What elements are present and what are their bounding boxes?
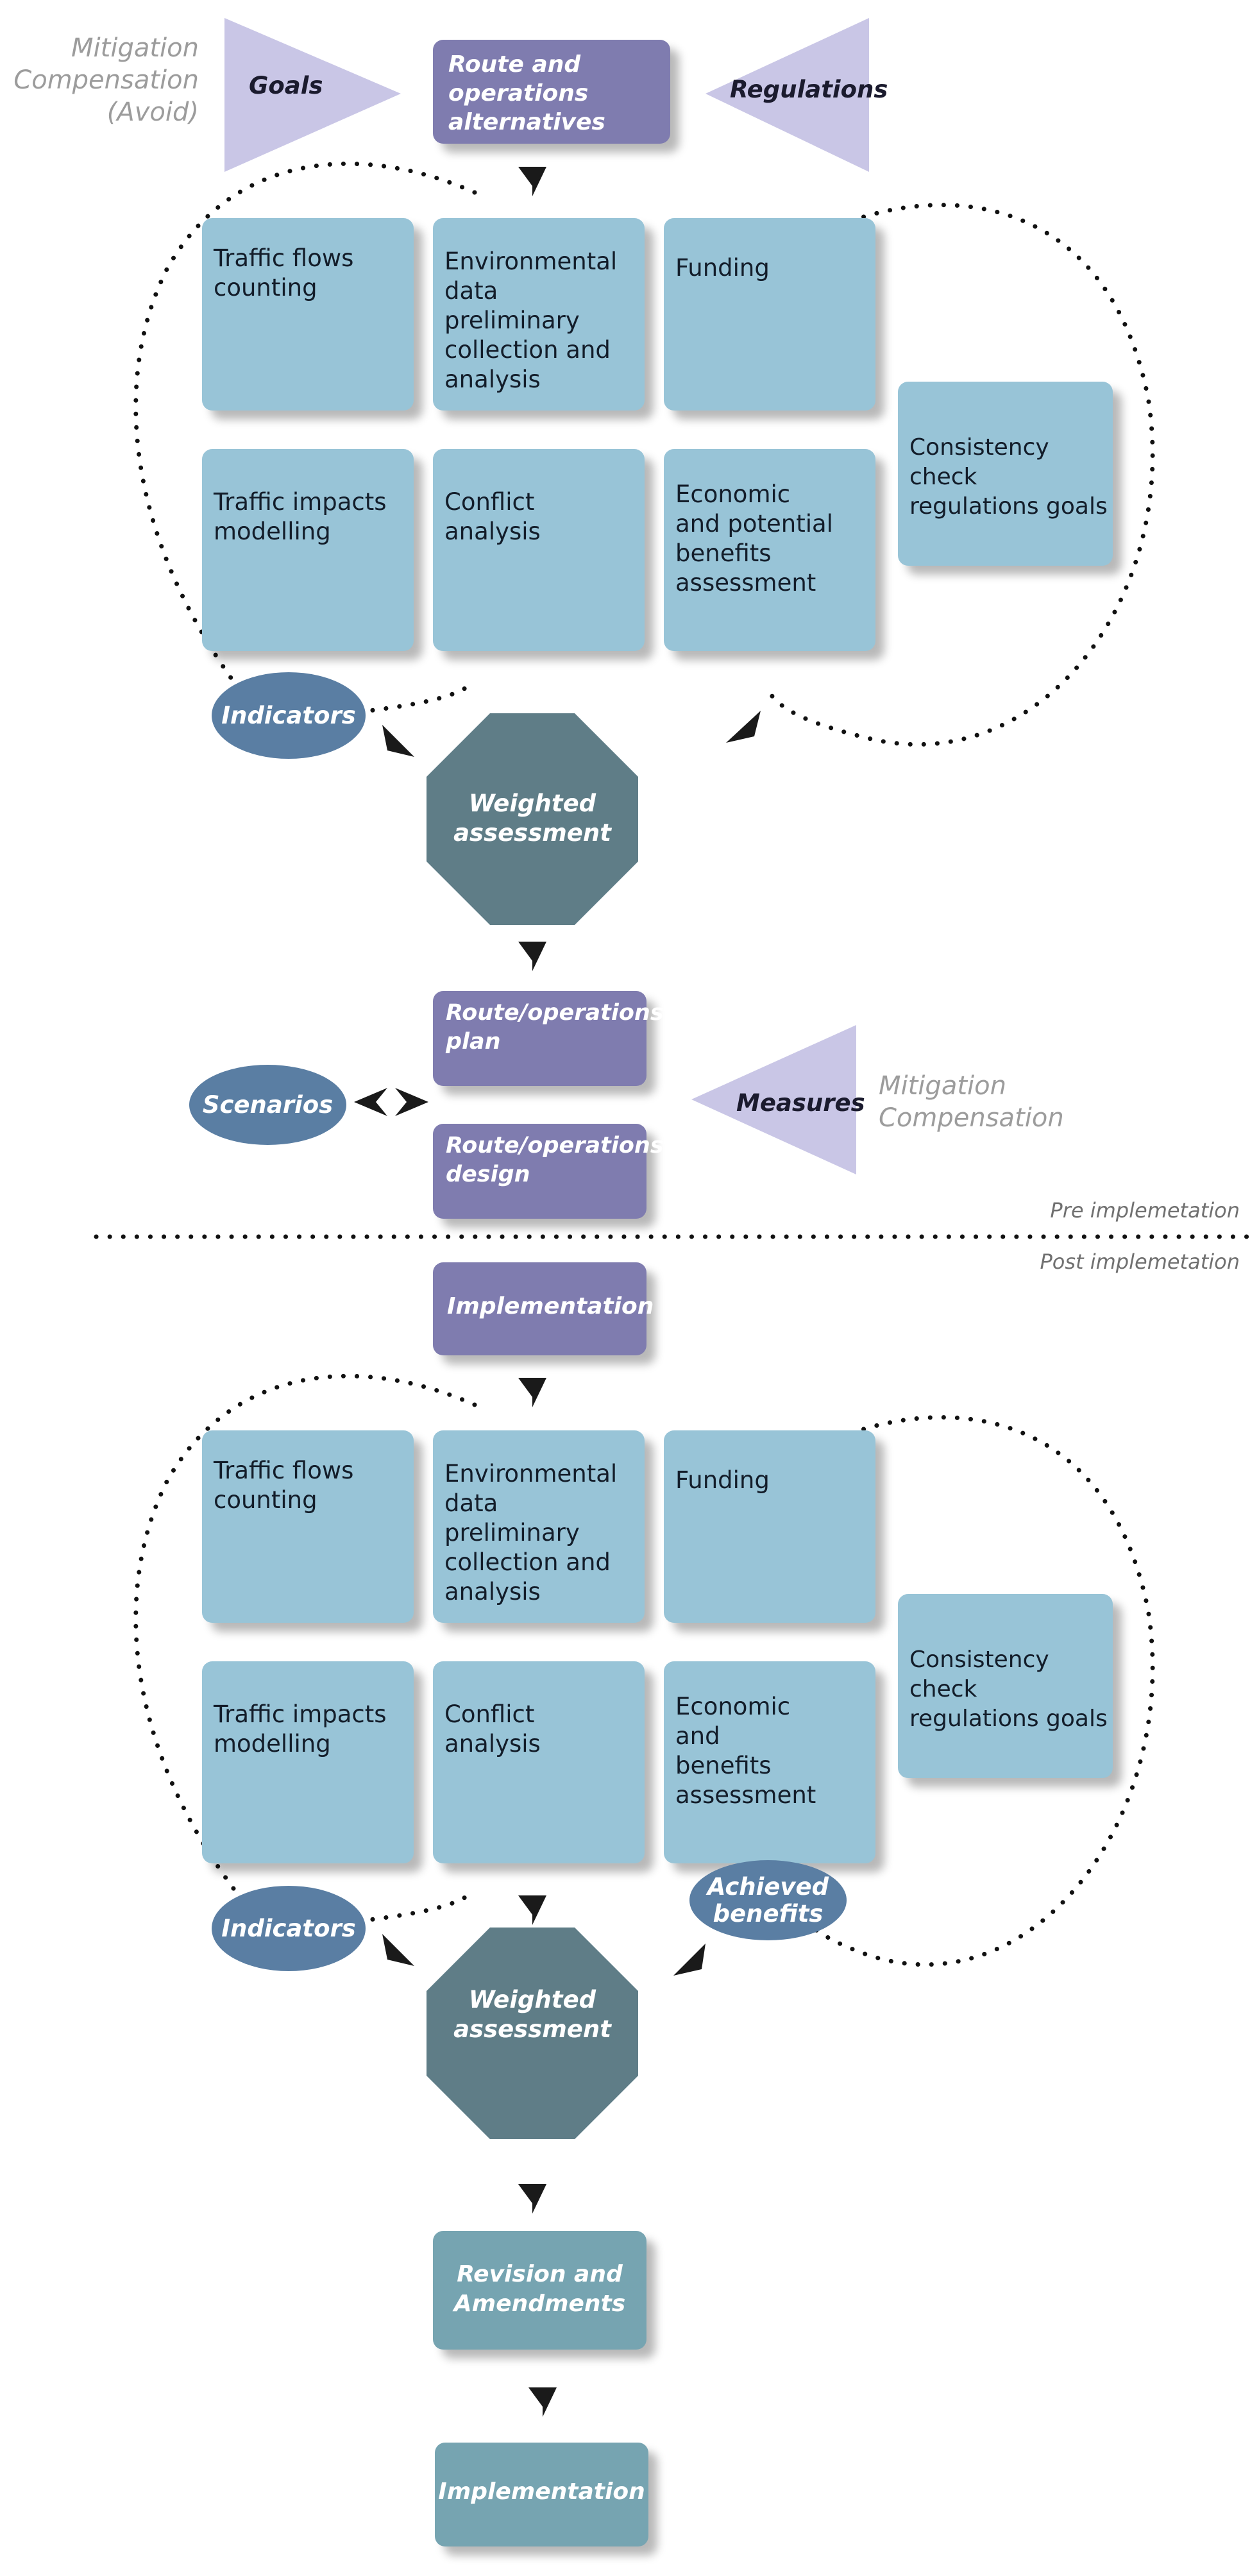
weighted-assessment-label-post: Weighted assessment [453, 1986, 611, 2043]
funding-label: Funding [675, 254, 770, 282]
traffic-flows-label-post: Traffic flows counting [214, 1457, 354, 1514]
arrow-indicators2-to-weighted [382, 1934, 414, 1966]
conflict-analysis-box-post: Conflict analysis [433, 1661, 645, 1863]
revision-box: Revision and Amendments [433, 2231, 646, 2350]
goals-label: Goals [249, 72, 323, 99]
consistency-check-box-post: Consistency check regulations goals [898, 1594, 1113, 1778]
route-plan-box: Route/operations plan [433, 991, 664, 1086]
consistency-check-label: Consistency check regulations goals [909, 434, 1108, 520]
top-loop-right [767, 203, 1155, 747]
traffic-impacts-box: Traffic impacts modelling [202, 449, 414, 651]
regulations-label: Regulations [730, 76, 888, 103]
indicators-ellipse-post: Indicators [212, 1886, 366, 1971]
traffic-flows-box-post: Traffic flows counting [202, 1430, 414, 1623]
final-implementation-label: Implementation [438, 2479, 645, 2505]
route-design-label: Route/operations design [446, 1133, 664, 1187]
route-plan-label: Route/operations plan [446, 1000, 664, 1055]
goals-triangle [224, 18, 401, 172]
achieved-benefits-ellipse: Achieved benefits [689, 1860, 847, 1940]
conflict-analysis-box: Conflict analysis [433, 449, 645, 651]
bottom-loop-left [133, 1373, 477, 1920]
funding-box: Funding [664, 218, 875, 411]
environmental-data-label-post: Environmental data preliminary collectio… [444, 1460, 618, 1606]
traffic-impacts-label: Traffic impacts modelling [214, 488, 387, 545]
environmental-data-label: Environmental data preliminary collectio… [444, 248, 618, 393]
funding-box-post: Funding [664, 1430, 875, 1623]
weighted-assessment-octagon: Weighted assessment [427, 713, 638, 925]
consistency-check-label-post: Consistency check regulations goals [909, 1647, 1108, 1732]
arrow-indicators-to-weighted [382, 725, 414, 757]
arrow-achieved-to-weighted [673, 1944, 706, 1976]
arrow-weighted-to-plan [518, 942, 546, 971]
indicators-ellipse: Indicators [212, 672, 366, 759]
arrow-grid-to-weighted [518, 1895, 546, 1925]
arrow-revision-to-implementation [528, 2387, 557, 2417]
economic-assessment-box-post: Economic and benefits assessment [664, 1661, 875, 1863]
economic-assessment-label: Economic and potential benefits assessme… [675, 480, 833, 597]
arrow-implementation-to-grid [518, 1378, 546, 1407]
arrow-from-scenarios [395, 1088, 428, 1116]
conflict-analysis-label-post: Conflict analysis [444, 1700, 541, 1758]
pre-implementation-label: Pre implemetation [1050, 1198, 1240, 1223]
regulations-triangle [706, 18, 869, 172]
economic-assessment-label-post: Economic and benefits assessment [675, 1693, 816, 1809]
arrow-route-to-grid [518, 167, 546, 196]
conflict-analysis-label: Conflict analysis [444, 488, 541, 545]
funding-label-post: Funding [675, 1466, 770, 1494]
traffic-impacts-label-post: Traffic impacts modelling [214, 1700, 387, 1758]
measures-note: Mitigation Compensation [879, 1071, 1064, 1133]
route-design-box: Route/operations design [433, 1124, 664, 1219]
economic-assessment-box: Economic and potential benefits assessme… [664, 449, 875, 651]
top-loop-left [133, 161, 477, 715]
traffic-impacts-box-post: Traffic impacts modelling [202, 1661, 414, 1863]
implementation-box: Implementation [433, 1262, 654, 1355]
arrow-weighted-to-revision [518, 2184, 546, 2214]
post-implementation-label: Post implemetation [1040, 1250, 1240, 1274]
route-alternatives-label: Route and operations alternatives [448, 51, 605, 135]
environmental-data-box: Environmental data preliminary collectio… [433, 218, 645, 411]
measures-label: Measures [736, 1089, 865, 1117]
arrow-loop-to-weighted [726, 711, 761, 743]
implementation-label: Implementation [447, 1293, 654, 1319]
traffic-flows-label: Traffic flows counting [214, 244, 354, 301]
arrow-to-scenarios [354, 1088, 387, 1116]
revision-label: Revision and Amendments [453, 2261, 626, 2317]
goals-note: Mitigation Compensation (Avoid) [13, 33, 199, 127]
top-loop-indicators [357, 684, 471, 715]
route-alternatives-box: Route and operations alternatives [433, 40, 670, 144]
traffic-flows-box: Traffic flows counting [202, 218, 414, 411]
scenarios-ellipse: Scenarios [189, 1065, 346, 1145]
environmental-data-box-post: Environmental data preliminary collectio… [433, 1430, 645, 1623]
measures-triangle [691, 1025, 856, 1174]
bottom-loop-indicators [357, 1893, 471, 1924]
final-implementation-box: Implementation [435, 2443, 648, 2546]
consistency-check-box: Consistency check regulations goals [898, 382, 1113, 566]
weighted-assessment-octagon-post: Weighted assessment [427, 1928, 638, 2139]
weighted-assessment-label: Weighted assessment [453, 790, 611, 847]
